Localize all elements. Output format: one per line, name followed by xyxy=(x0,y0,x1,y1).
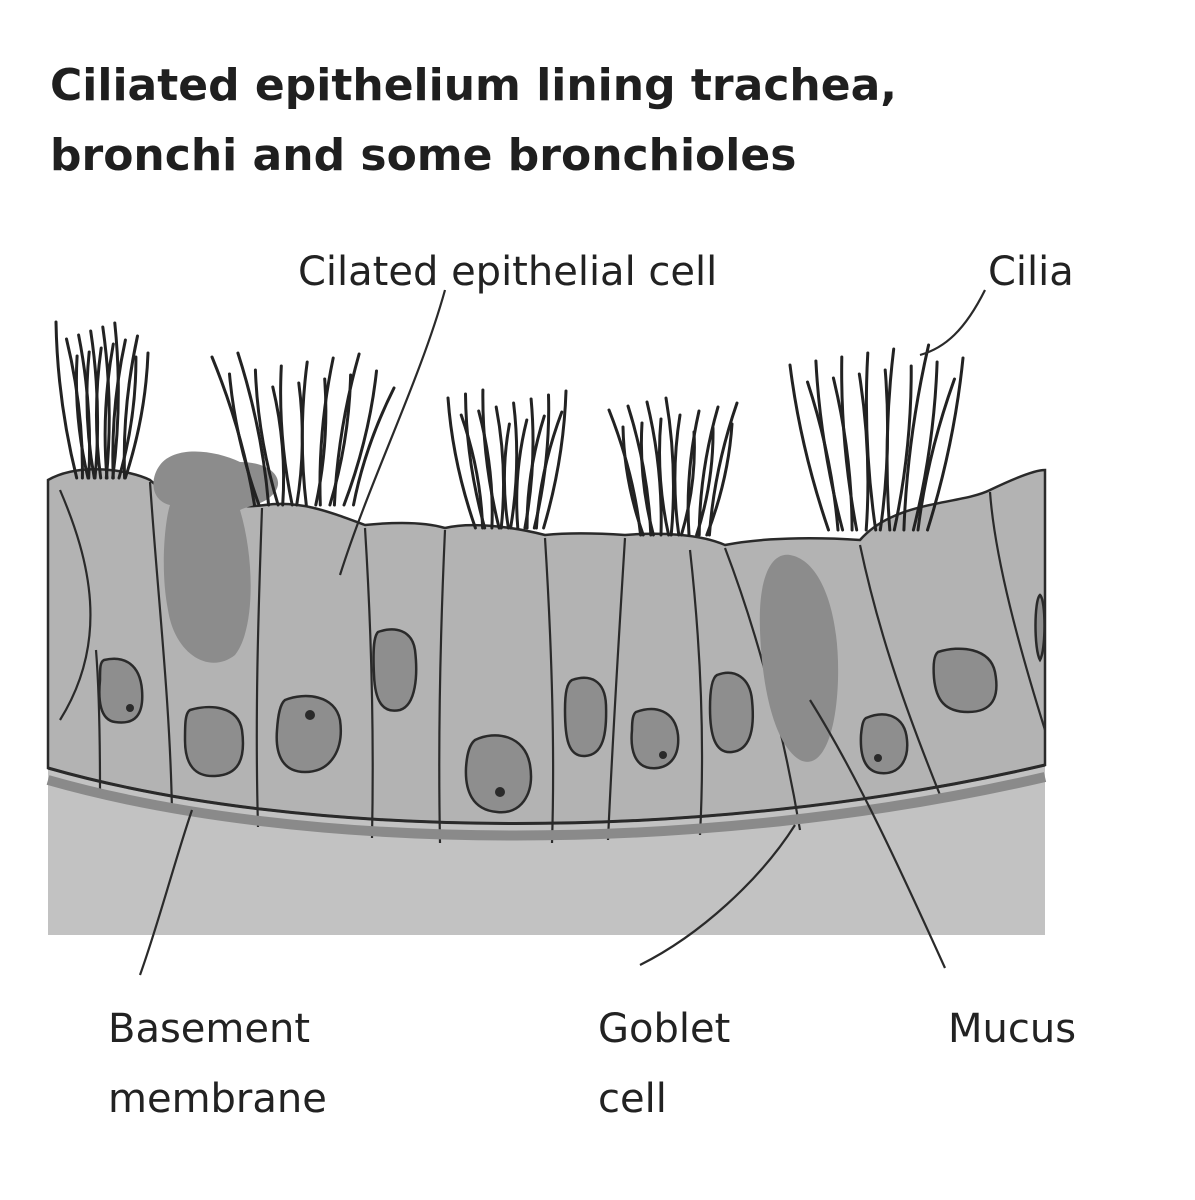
cilium xyxy=(502,422,511,530)
cilium xyxy=(65,337,84,480)
nucleus xyxy=(932,647,998,714)
nucleus xyxy=(708,671,755,754)
cilium xyxy=(228,372,261,507)
cilium xyxy=(926,356,965,532)
cilium xyxy=(103,342,115,480)
label-cilia: Cilia xyxy=(988,249,1074,295)
title-line-1: Ciliated epithelium lining trachea, xyxy=(50,60,897,111)
cilium xyxy=(788,363,830,532)
cilium xyxy=(525,414,546,530)
nucleus xyxy=(98,657,144,724)
cell-wall xyxy=(438,529,447,844)
label-goblet-line-2: cell xyxy=(598,1076,667,1122)
cilium xyxy=(864,351,878,532)
cilium xyxy=(94,346,103,480)
nucleus xyxy=(630,707,680,770)
cilium xyxy=(658,417,671,537)
ciliated-cell-leader xyxy=(338,289,447,576)
label-mucus: Mucus xyxy=(948,1006,1076,1052)
cilium xyxy=(542,389,568,530)
cilium xyxy=(911,360,939,532)
nucleus xyxy=(275,694,342,774)
cilium xyxy=(117,355,138,480)
nucleus xyxy=(372,628,418,712)
cilium xyxy=(494,405,506,530)
cilium xyxy=(122,334,139,480)
label-basement-line-1: Basement xyxy=(108,1006,310,1052)
cell-wall xyxy=(606,537,627,841)
cilium xyxy=(814,359,845,532)
cilium xyxy=(352,386,396,507)
nuclei xyxy=(98,593,1046,814)
cell-wall xyxy=(363,527,374,839)
cilium xyxy=(697,405,720,537)
cilium xyxy=(332,352,361,507)
cell-wall xyxy=(255,507,264,828)
cell-wall xyxy=(988,491,1047,731)
cilium xyxy=(534,410,564,530)
cilium xyxy=(236,351,271,507)
cell-wall xyxy=(688,549,704,836)
cilium xyxy=(621,425,645,537)
nucleus xyxy=(183,705,245,778)
cilium xyxy=(515,418,529,530)
cilium xyxy=(279,364,294,507)
cilium xyxy=(840,355,859,532)
nucleus xyxy=(563,676,608,758)
cilium xyxy=(111,321,120,480)
basement-membrane-leader xyxy=(138,809,194,976)
cilia-tufts xyxy=(54,320,965,537)
cilium xyxy=(477,409,494,530)
goblet-cell-leader xyxy=(639,824,796,966)
cilium xyxy=(85,350,96,480)
cell-wall xyxy=(148,481,174,813)
title-line-2: bronchi and some bronchioles xyxy=(50,130,796,181)
cilium xyxy=(481,388,501,530)
mucus-leader xyxy=(809,699,947,969)
cilium xyxy=(664,396,675,537)
cilium xyxy=(885,347,896,532)
cilia-leader xyxy=(919,289,986,357)
label-ciliated-epithelial-cell: Cilated epithelial cell xyxy=(298,249,717,295)
nucleus xyxy=(859,713,909,775)
cilium xyxy=(464,392,487,530)
cell-wall xyxy=(58,489,92,721)
nucleus xyxy=(464,734,533,814)
cilium xyxy=(342,369,378,507)
mucus-secretion xyxy=(153,451,839,762)
cilium xyxy=(101,325,111,480)
cilium xyxy=(300,360,309,507)
cilium xyxy=(707,401,739,537)
cell-wall xyxy=(94,649,102,791)
basement-membrane xyxy=(46,763,1047,841)
cilium xyxy=(446,396,477,530)
nucleus xyxy=(1034,593,1046,663)
cell-wall xyxy=(858,544,942,796)
label-goblet-line-1: Goblet xyxy=(598,1006,730,1052)
cilium xyxy=(54,320,79,480)
cilium xyxy=(318,356,335,507)
cell-wall xyxy=(543,537,555,844)
cilium xyxy=(253,368,280,507)
cilium xyxy=(123,351,150,480)
cilium xyxy=(686,409,701,537)
label-basement-line-2: membrane xyxy=(108,1076,327,1122)
cilium xyxy=(892,364,913,532)
cilium xyxy=(639,421,655,537)
cilium xyxy=(509,401,519,530)
cilium xyxy=(916,377,956,532)
cilium xyxy=(74,354,90,480)
cilium xyxy=(902,343,931,532)
cilium xyxy=(673,413,682,537)
cilium xyxy=(111,338,127,480)
